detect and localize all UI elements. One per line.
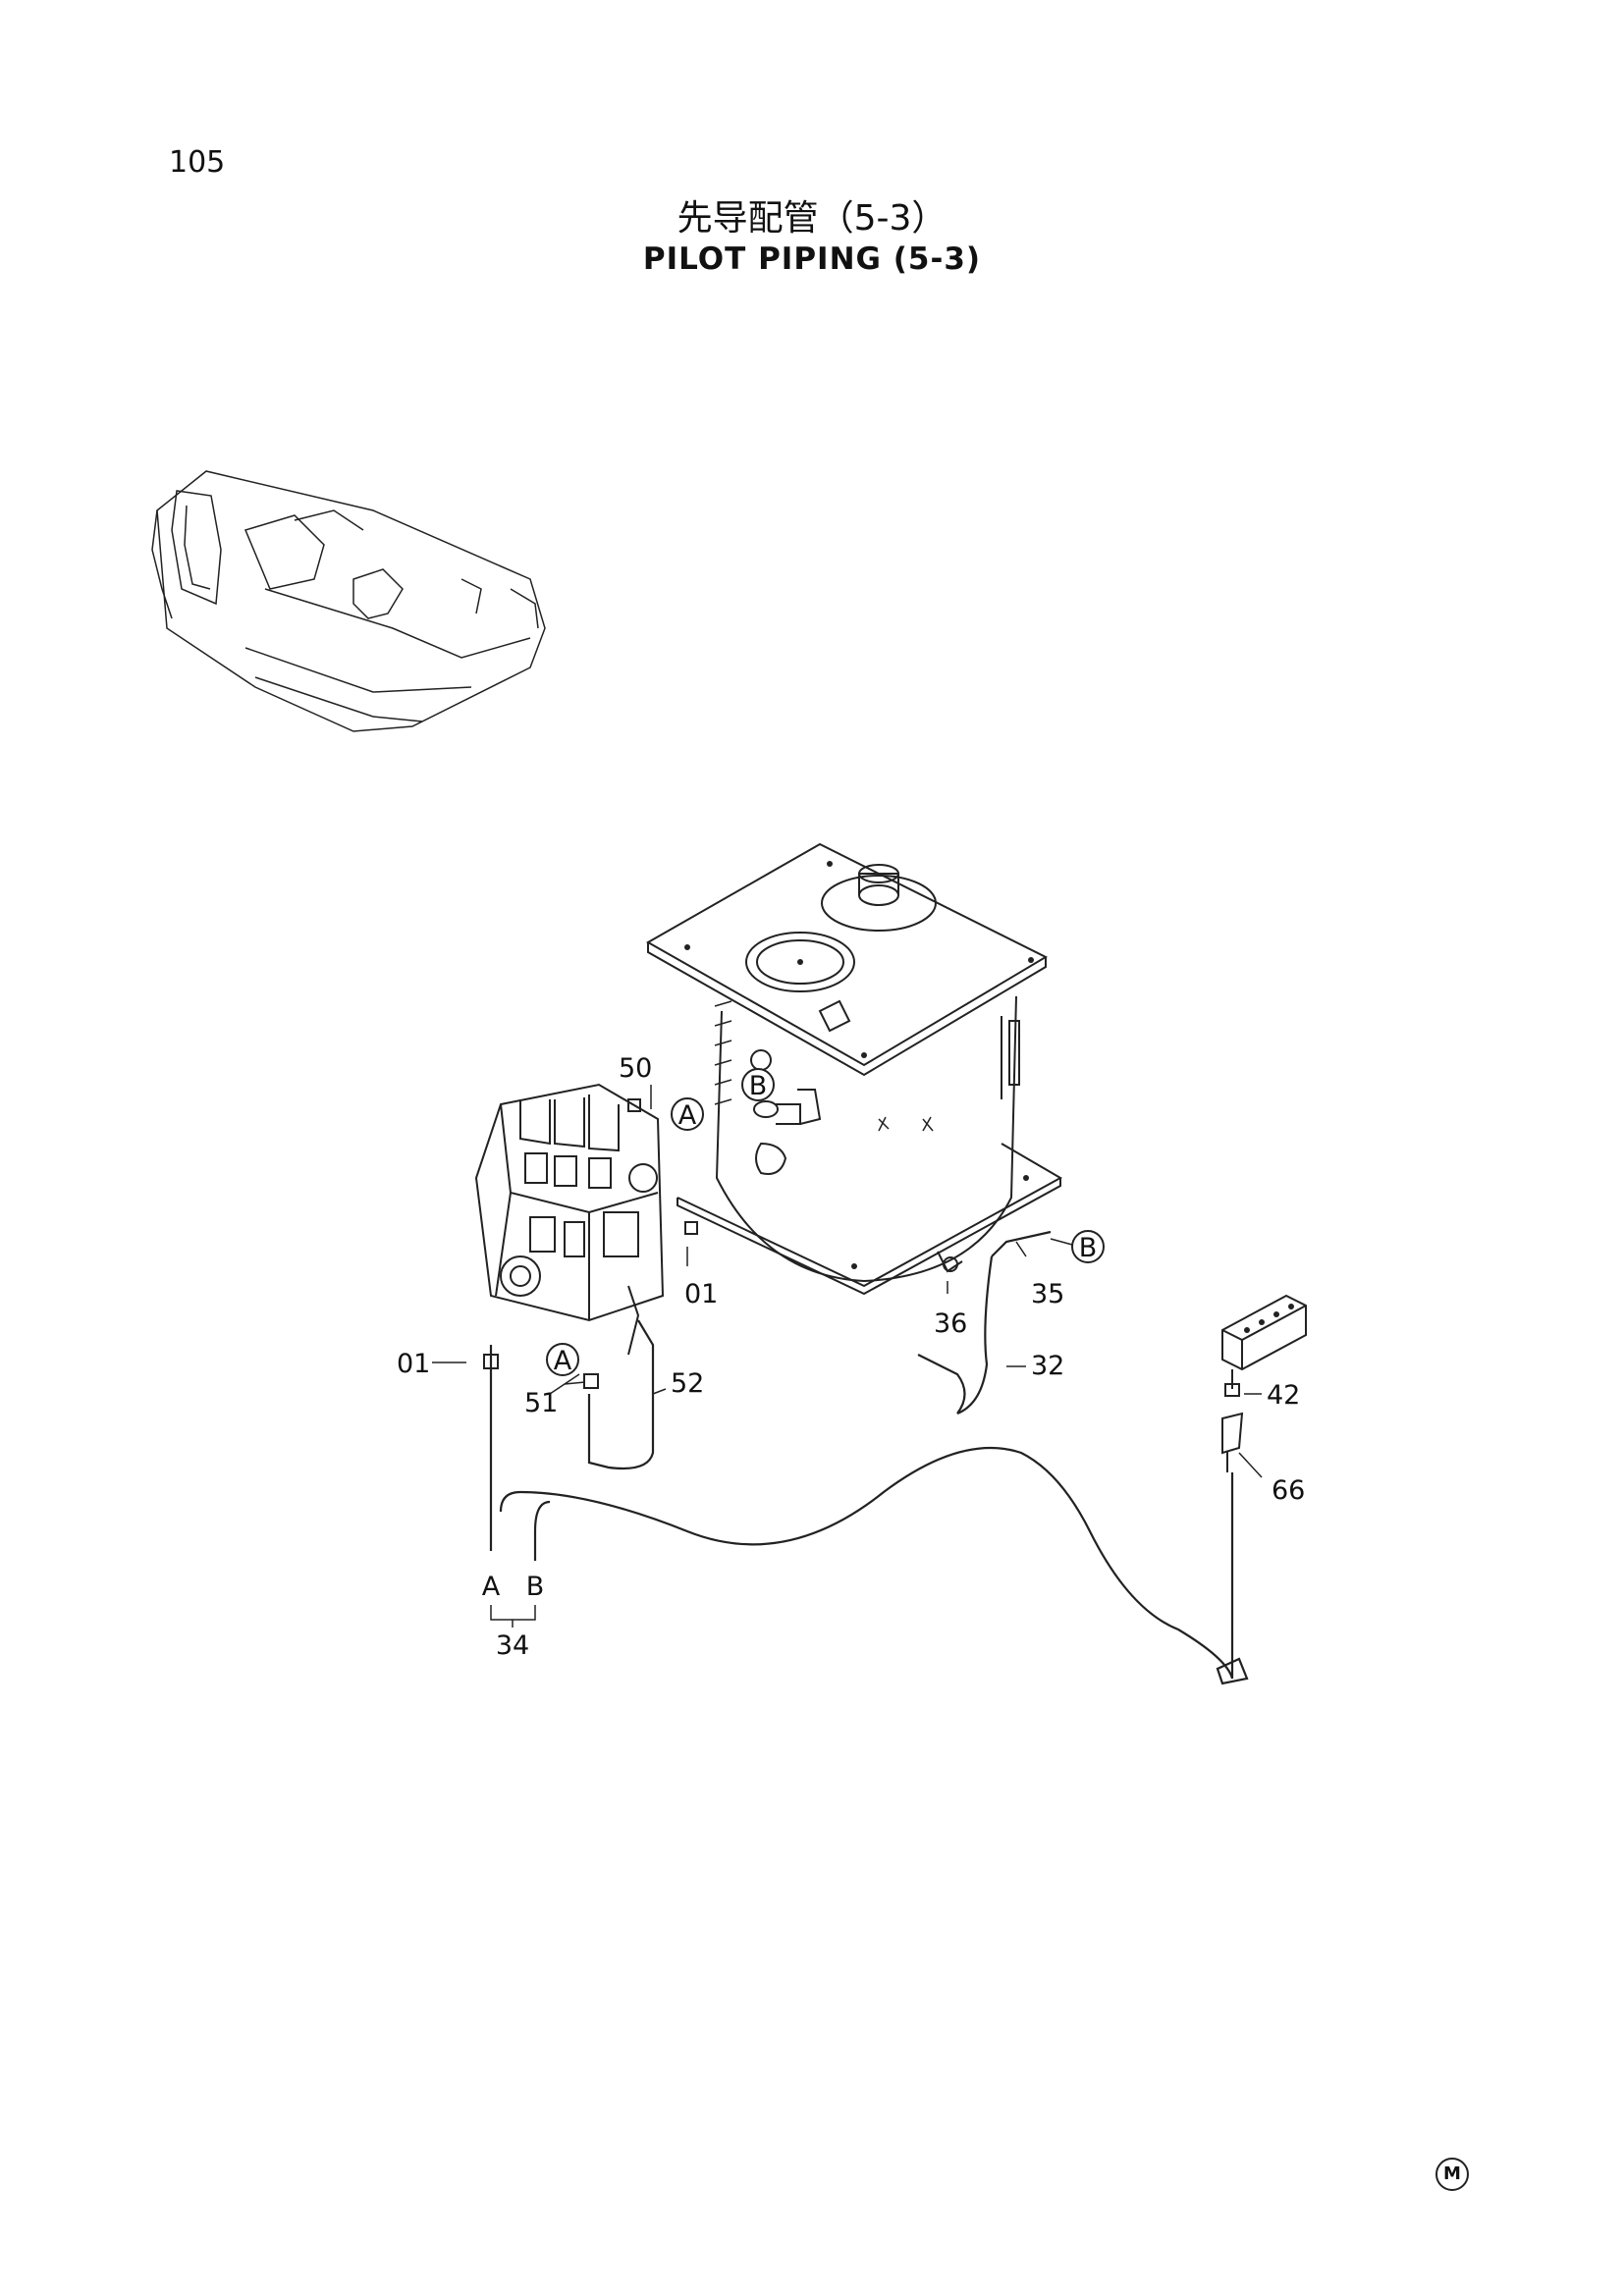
callout-b-top: B [749,1071,768,1101]
pilot-valve [1221,1294,1307,1472]
callout-50: 50 [619,1053,652,1084]
callout-66: 66 [1272,1475,1305,1506]
callout-51: 51 [524,1388,558,1418]
title-chinese: 先导配管（5-3） [677,198,947,239]
leader-lines [432,1085,1263,1628]
callout-32: 32 [1031,1351,1064,1381]
control-valve [474,1083,665,1356]
callout-circle-a-lower [546,1343,579,1376]
callout-circle-b-top [741,1068,775,1101]
manufacturer-mark: M [1435,2158,1469,2191]
callout-circle-a-top [671,1097,704,1131]
callout-35: 35 [1031,1279,1064,1309]
callout-b-end: B [526,1572,545,1602]
callout-a-end: A [482,1572,501,1602]
callout-36: 36 [934,1308,967,1339]
title-english: PILOT PIPING (5-3) [642,241,982,277]
callout-a-lower: A [554,1346,572,1376]
excavator-thumbnail [151,470,546,732]
callout-circle-b-right [1071,1230,1105,1263]
hydraulic-tank [645,842,1063,1296]
callout-01-right: 01 [684,1279,718,1309]
callout-a-top: A [678,1100,697,1131]
page-number: 105 [169,145,226,180]
callout-42: 42 [1267,1380,1300,1411]
callout-01-left: 01 [397,1349,430,1379]
callout-52: 52 [671,1368,704,1399]
callout-b-right: B [1079,1233,1098,1263]
callout-34: 34 [496,1630,529,1661]
pilot-hoses [483,1098,1249,1685]
